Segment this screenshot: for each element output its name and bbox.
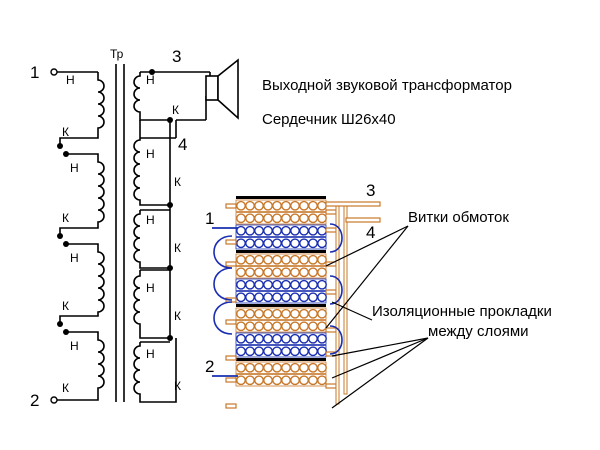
primary-loop — [213, 301, 233, 335]
start-label: Н — [70, 339, 79, 353]
winding-cross-section — [212, 196, 381, 409]
lead-tab — [325, 327, 337, 333]
primary-loop — [329, 325, 343, 355]
junction-dot — [57, 321, 63, 327]
junction-dot — [63, 151, 69, 157]
output-lead-3 — [325, 201, 381, 207]
terminal-1-label: 1 — [30, 63, 39, 82]
start-label: Н — [146, 73, 155, 87]
winding-turn — [317, 333, 327, 344]
detail-terminal-3: 3 — [366, 181, 375, 200]
end-label: К — [62, 381, 69, 395]
insulation-layer — [236, 196, 326, 199]
detail-terminal-4: 4 — [366, 223, 375, 242]
lead-tab — [325, 289, 337, 295]
winding-turn — [317, 213, 327, 224]
winding-turn — [317, 362, 327, 373]
end-label: К — [174, 379, 181, 393]
end-label: К — [172, 103, 179, 117]
winding-turn — [317, 346, 327, 357]
insulation-layer — [236, 304, 326, 307]
end-label: К — [62, 125, 69, 139]
end-label: К — [174, 241, 181, 255]
title-line-2: Сердечник Ш26х40 — [262, 111, 396, 128]
lead-tab — [325, 383, 337, 389]
terminal-1-circle — [50, 68, 58, 76]
output-lead-4 — [345, 217, 381, 223]
winding-turn — [317, 238, 327, 249]
end-label: К — [174, 175, 181, 189]
detail-terminal-1: 1 — [205, 209, 214, 228]
lead-tab — [225, 239, 237, 245]
primary-loop — [329, 223, 343, 253]
start-label: Н — [66, 73, 75, 87]
terminal-2-label: 2 — [30, 391, 39, 410]
start-label: Н — [146, 281, 155, 295]
detail-terminal-2: 2 — [205, 357, 214, 376]
junction-dot — [63, 329, 69, 335]
insulation-layer — [236, 358, 326, 361]
winding-turn — [317, 267, 327, 278]
title-line-1: Выходной звуковой трансформатор — [262, 77, 512, 94]
primary-winding — [56, 71, 105, 401]
start-label: Н — [146, 213, 155, 227]
lead-tab — [325, 227, 337, 233]
insulation-annotation-line-2: между слоями — [428, 323, 529, 340]
end-label: К — [62, 299, 69, 313]
lead-tab — [225, 203, 237, 209]
terminals — [50, 68, 58, 404]
winding-turn — [317, 375, 327, 386]
terminal-3-label: 3 — [172, 47, 181, 66]
primary-loop — [213, 267, 233, 301]
end-label: К — [174, 309, 181, 323]
insulation-layer — [236, 250, 326, 253]
winding-turn — [317, 308, 327, 319]
winding-turn — [317, 254, 327, 265]
winding-turn — [317, 321, 327, 332]
lead-tab — [225, 319, 237, 325]
copper-bus — [343, 203, 348, 395]
junction-dot — [63, 241, 69, 247]
transformer-core — [115, 64, 125, 402]
primary-loop — [213, 235, 233, 269]
lead-tab — [225, 403, 237, 409]
speaker-icon — [205, 58, 239, 120]
start-label: Н — [146, 147, 155, 161]
lead-tab — [225, 261, 237, 267]
lead-tab — [225, 355, 237, 361]
insulation-annotation-line-1: Изоляционные прокладки — [372, 303, 552, 320]
start-label: Н — [146, 347, 155, 361]
junction-dot — [57, 233, 63, 239]
junction-dot — [57, 143, 63, 149]
secondary-winding — [133, 71, 211, 403]
lead-tab — [325, 209, 337, 215]
turns-annotation: Витки обмоток — [408, 209, 509, 226]
annotation-pointers — [325, 225, 429, 409]
start-label: Н — [70, 161, 79, 175]
terminal-2-circle — [50, 396, 58, 404]
lead-tab — [225, 377, 237, 383]
transformer-label: Тр — [110, 47, 124, 61]
start-label: Н — [70, 251, 79, 265]
end-label: К — [62, 211, 69, 225]
winding-turn — [317, 292, 327, 303]
winding-turn — [317, 279, 327, 290]
terminal-4-label: 4 — [178, 135, 187, 154]
